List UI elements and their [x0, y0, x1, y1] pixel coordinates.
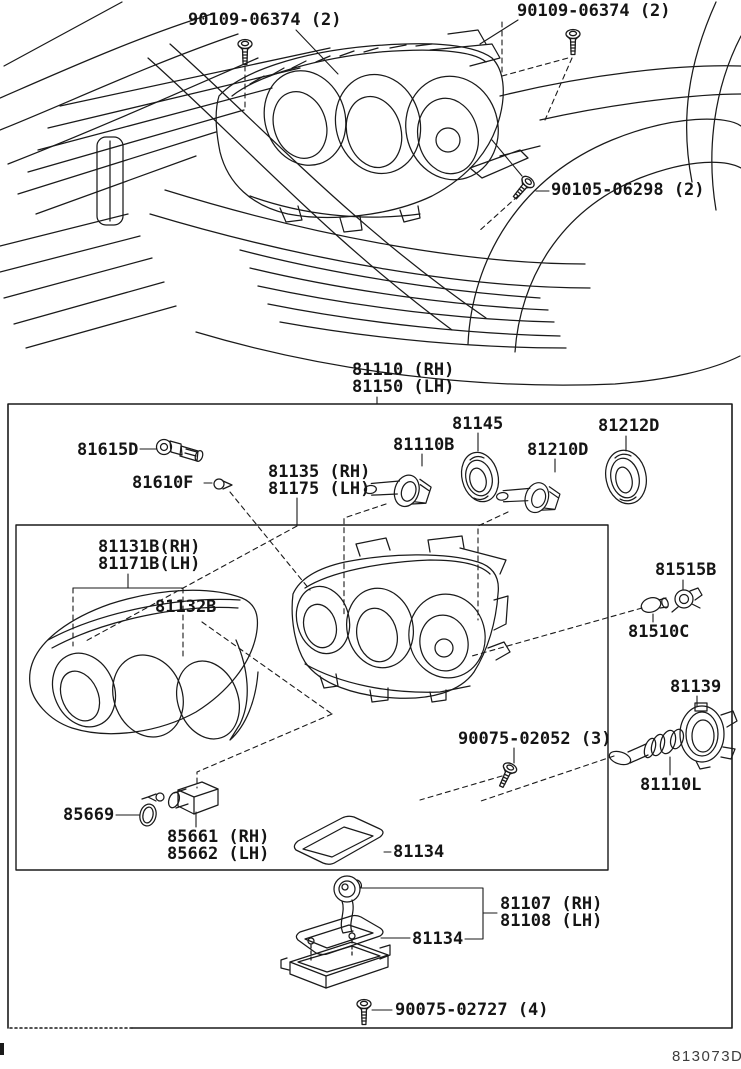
screw-icon [237, 38, 253, 66]
diagram-code: 813073D [672, 1048, 741, 1065]
gasket-art [293, 815, 384, 865]
bumper-art [147, 43, 741, 386]
halogen-bulb-icon [495, 482, 561, 514]
label-81139: 81139 [670, 677, 722, 697]
top-leader-lines [244, 19, 573, 233]
label-81610f: 81610F [132, 473, 194, 493]
halogen-bulb-icon [363, 474, 432, 508]
label-81107-rh: 81107 (RH) [500, 894, 603, 914]
socket-cover-icon [605, 449, 647, 505]
headlamp-lens-art [28, 589, 259, 741]
label-81515b: 81515B [655, 560, 717, 580]
label-90109-06374-left: 90109-06374 (2) [188, 10, 342, 30]
label-81110b: 81110B [393, 435, 455, 455]
socket-cover-icon [460, 451, 500, 503]
label-90075-02052: 90075-02052 (3) [458, 729, 612, 749]
page-edge-mark [0, 1043, 4, 1055]
headlamp-assembly-art [215, 29, 541, 233]
label-85662-lh: 85662 (LH) [167, 844, 270, 864]
headlamp-housing-art [291, 535, 511, 703]
wedge-bulb-icon [640, 597, 669, 613]
socket-bulb-icon [155, 438, 204, 462]
label-81135-rh: 81135 (RH) [268, 462, 371, 482]
screw-icon [508, 173, 537, 203]
label-81132b: 81132B [155, 597, 217, 617]
screw-icon [494, 760, 519, 791]
screw-icon [565, 28, 581, 56]
inner-box [15, 524, 609, 871]
wheel-arch-art [467, 1, 741, 353]
retainer-ring-icon [679, 702, 738, 770]
label-81212d: 81212D [598, 416, 660, 436]
label-81150-lh: 81150 (LH) [352, 377, 455, 397]
screw-icon [356, 998, 372, 1026]
label-90105-06298: 90105-06298 (2) [551, 180, 705, 200]
label-81134-gasket: 81134 [393, 842, 445, 862]
label-90075-02727: 90075-02727 (4) [395, 1000, 549, 1020]
label-81108-lh: 81108 (LH) [500, 911, 603, 931]
label-81210d: 81210D [527, 440, 589, 460]
bulb-socket-icon [671, 587, 703, 613]
label-85669: 85669 [63, 805, 115, 825]
igniter-unit-art [280, 939, 391, 989]
leader-lines [72, 396, 698, 1011]
label-81510c: 81510C [628, 622, 690, 642]
leveling-unit-icon [141, 781, 219, 815]
oring-icon [139, 803, 157, 827]
hid-bulb-icon [608, 728, 685, 766]
igniter-knob-art [333, 875, 363, 934]
label-81615d: 81615D [77, 440, 139, 460]
wedge-bulb-icon [213, 478, 233, 490]
outer-box [7, 403, 733, 1029]
label-81131b-rh: 81131B(RH) [98, 537, 201, 557]
label-90109-06374-right: 90109-06374 (2) [517, 1, 671, 21]
grille-art [0, 47, 331, 349]
label-81175-lh: 81175 (LH) [268, 479, 371, 499]
label-85661-rh: 85661 (RH) [167, 827, 270, 847]
label-81110-rh: 81110 (RH) [352, 360, 455, 380]
label-81134-lower: 81134 [412, 929, 464, 949]
label-81171b-lh: 81171B(LH) [98, 554, 201, 574]
label-81145: 81145 [452, 414, 504, 434]
label-81110l: 81110L [640, 775, 702, 795]
dashed-leader-lines [72, 491, 643, 803]
hood-lines-art [0, 1, 259, 165]
